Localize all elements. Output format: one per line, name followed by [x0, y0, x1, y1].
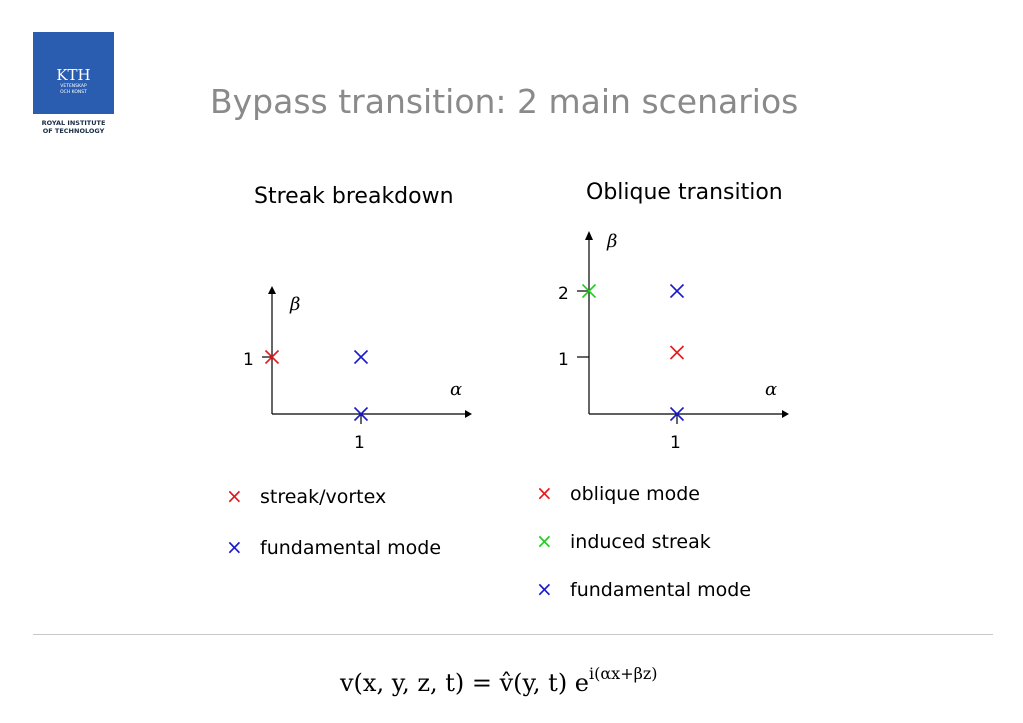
streak-legend-item-1: × streak/vortex — [226, 484, 386, 508]
legend-label: induced streak — [570, 531, 711, 553]
logo-name: KTH — [56, 66, 91, 84]
equation-exponent: i(αx+βz) — [589, 664, 658, 683]
chart0-point-s1-1 — [353, 406, 369, 422]
logo-caption-line2: OF TECHNOLOGY — [42, 127, 105, 135]
oblique-transition-title: Oblique transition — [586, 180, 783, 205]
legend-label: fundamental mode — [260, 537, 442, 559]
logo-caption-line1: ROYAL INSTITUTE — [41, 119, 106, 127]
oblique-x-arrow — [782, 410, 789, 418]
oblique-x-tick-label: 1 — [670, 433, 681, 453]
streak-marks — [264, 349, 369, 422]
legend-marker-green: × — [536, 529, 553, 553]
chart1-point-s1-0 — [581, 283, 597, 299]
oblique-y-arrow — [585, 231, 593, 240]
oblique-legend-item-3: × fundamental mode — [536, 577, 751, 601]
streak-y-arrow — [268, 286, 276, 294]
legend-marker-red: × — [536, 481, 553, 505]
streak-y-tick-label: 1 — [243, 350, 254, 370]
legend-label: oblique mode — [570, 483, 700, 505]
divider — [33, 634, 993, 635]
streak-alpha-label: α — [450, 379, 462, 400]
chart0-point-s1-0 — [353, 349, 369, 365]
streak-x-tick-label: 1 — [354, 433, 365, 453]
logo-line2: OCH KONST — [60, 90, 87, 95]
slide-title: Bypass transition: 2 main scenarios — [210, 82, 799, 121]
oblique-beta-label: β — [606, 231, 617, 252]
oblique-alpha-label: α — [765, 379, 777, 400]
legend-marker-blue: × — [226, 535, 243, 559]
equation-lhs: v(x, y, z, t) = v̂(y, t) e — [340, 669, 590, 697]
streak-x-arrow — [465, 410, 472, 418]
legend-label: fundamental mode — [570, 579, 752, 601]
logo-shield — [33, 32, 114, 114]
logo-line1: VETENSKAP — [60, 84, 87, 89]
oblique-legend-item-2: × induced streak — [536, 529, 711, 553]
kth-logo: KTH VETENSKAP OCH KONST ROYAL INSTITUTE … — [33, 32, 114, 137]
chart1-point-s0-0 — [669, 345, 685, 360]
oblique-y-tick-label-1: 1 — [558, 350, 569, 370]
chart1-point-s2-0 — [669, 283, 685, 299]
streak-breakdown-title: Streak breakdown — [254, 184, 454, 209]
chart1-point-s2-1 — [669, 406, 685, 422]
legend-label: streak/vortex — [260, 486, 387, 508]
legend-marker-blue: × — [536, 577, 553, 601]
chart0-point-s0-0 — [264, 349, 280, 365]
legend-marker-red: × — [226, 484, 243, 508]
streak-beta-label: β — [289, 294, 300, 315]
oblique-y-tick-label-2: 2 — [558, 284, 569, 304]
oblique-marks — [581, 283, 685, 422]
streak-legend-item-2: × fundamental mode — [226, 535, 441, 559]
oblique-legend-item-1: × oblique mode — [536, 481, 700, 505]
mode-equation: v(x, y, z, t) = v̂(y, t) ei(αx+βz) — [340, 664, 658, 697]
